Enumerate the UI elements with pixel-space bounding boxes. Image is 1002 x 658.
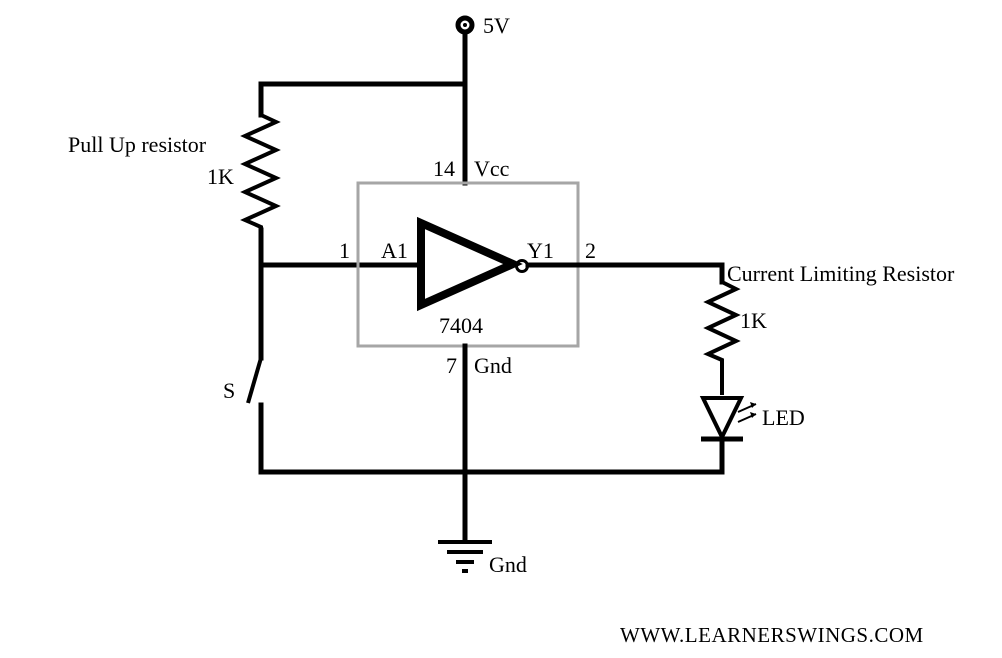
output-wire — [525, 262, 725, 285]
switch-label: S — [223, 378, 235, 403]
led-label: LED — [762, 405, 805, 430]
limiting-value-label: 1K — [740, 308, 767, 333]
pullup-top-wire — [258, 81, 468, 118]
limiting-resistor — [703, 280, 741, 395]
led-symbol — [699, 396, 757, 442]
gnd-pin-label: 7 — [446, 353, 457, 378]
output-name-label: Y1 — [527, 238, 554, 263]
input-name-label: A1 — [381, 238, 408, 263]
pullup-resistor — [240, 113, 281, 232]
vcc-pin-label: 14 — [433, 156, 455, 181]
supply-label: 5V — [483, 13, 510, 38]
pullup-value-label: 1K — [207, 164, 234, 189]
output-pin-label: 2 — [585, 238, 596, 263]
inverter-gate — [417, 216, 523, 312]
chip-label: 7404 — [439, 313, 483, 338]
watermark[interactable]: WWW.LEARNERSWINGS.COM — [620, 623, 924, 647]
input-pin-label: 1 — [339, 238, 350, 263]
ground-icon — [438, 540, 492, 573]
gnd-name-label: Gnd — [474, 353, 512, 378]
switch-blade[interactable] — [246, 357, 263, 404]
ground-label: Gnd — [489, 552, 527, 577]
pullup-title-label: Pull Up resistor — [68, 132, 207, 157]
limiting-title-label: Current Limiting Resistor — [727, 261, 955, 286]
vcc-name-label: Vcc — [474, 156, 510, 181]
